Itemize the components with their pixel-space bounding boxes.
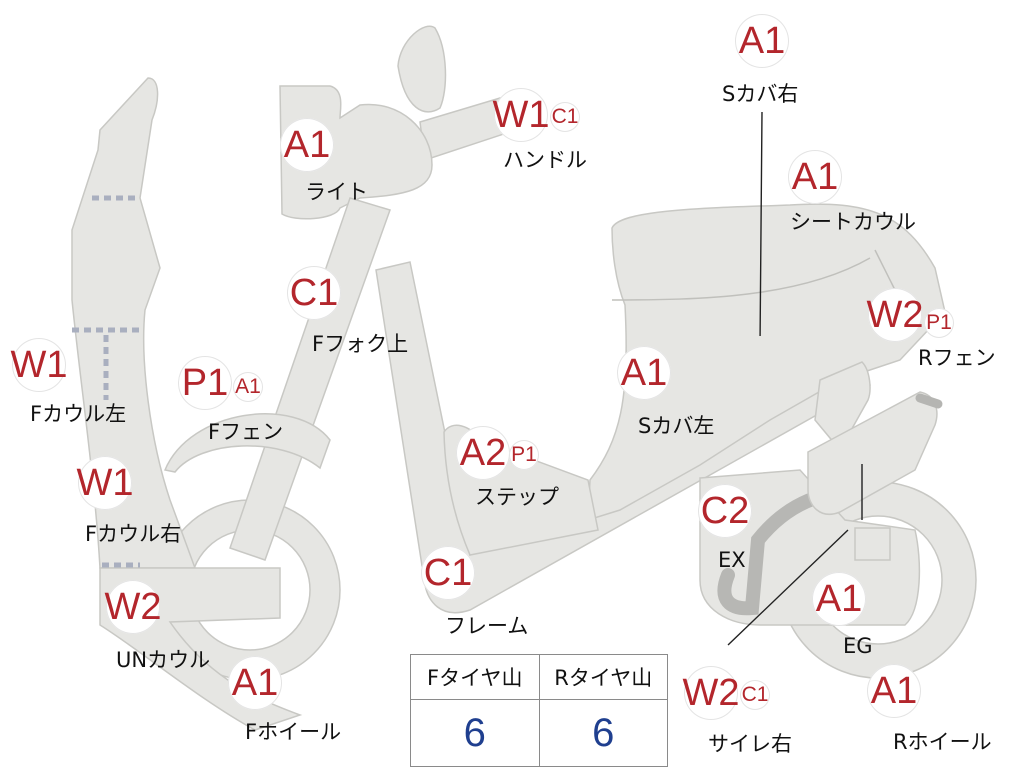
grade-f-wheel-1: A1 bbox=[228, 656, 282, 710]
label-f-fork-upper: Fフォク上 bbox=[312, 332, 409, 356]
windshield-shape bbox=[397, 25, 447, 113]
muffler-shape bbox=[807, 391, 938, 515]
grade-f-fender-2: A1 bbox=[233, 372, 263, 402]
grade-muffler-right-1: W2 bbox=[683, 666, 740, 720]
tire-tread-table: Fタイヤ山 Rタイヤ山 6 6 bbox=[410, 654, 668, 767]
leader-muffler-right-2 bbox=[727, 529, 849, 646]
grade-r-wheel-1: A1 bbox=[867, 664, 921, 718]
front-tire-header: Fタイヤ山 bbox=[410, 654, 540, 700]
grade-s-cover-right-1: A1 bbox=[735, 14, 789, 68]
label-f-fender: Fフェン bbox=[208, 420, 284, 444]
label-ex: EX bbox=[718, 548, 746, 572]
label-f-wheel: Fホイール bbox=[245, 720, 342, 744]
label-f-cowl-left: Fカウル左 bbox=[30, 402, 127, 426]
label-frame: フレーム bbox=[445, 614, 529, 638]
grade-r-fender-2: P1 bbox=[924, 308, 954, 338]
grade-step-2: P1 bbox=[509, 440, 539, 470]
grade-r-fender-1: W2 bbox=[867, 288, 924, 342]
label-handle: ハンドル bbox=[503, 148, 587, 172]
grade-light-1: A1 bbox=[280, 118, 334, 172]
grade-f-cowl-right-1: W1 bbox=[77, 456, 134, 510]
label-r-wheel: Rホイール bbox=[893, 730, 992, 754]
headlight-shape bbox=[279, 85, 433, 220]
label-muffler-right: サイレ右 bbox=[708, 732, 792, 756]
grade-seat-cowl-1: A1 bbox=[788, 150, 842, 204]
grade-f-fork-upper-1: C1 bbox=[287, 266, 341, 320]
label-eg: EG bbox=[843, 634, 873, 658]
rear-tire-header: Rタイヤ山 bbox=[538, 654, 668, 700]
grade-eg-1: A1 bbox=[812, 572, 866, 626]
leader-s-cover-right bbox=[759, 111, 763, 347]
front-fender-shape bbox=[163, 413, 331, 473]
front-cowl-shape bbox=[71, 77, 197, 569]
label-s-cover-left: Sカバ左 bbox=[638, 414, 715, 438]
grade-s-cover-left-1: A1 bbox=[617, 346, 671, 400]
label-s-cover-right: Sカバ右 bbox=[722, 82, 799, 106]
label-r-fender: Rフェン bbox=[918, 346, 996, 370]
grade-f-fender-1: P1 bbox=[178, 356, 232, 410]
label-un-cowl: UNカウル bbox=[116, 648, 211, 672]
grade-ex-1: C2 bbox=[698, 484, 752, 538]
label-seat-cowl: シートカウル bbox=[790, 210, 916, 234]
grade-step-1: A2 bbox=[456, 426, 510, 480]
front-tire-value: 6 bbox=[410, 699, 540, 767]
grade-frame-1: C1 bbox=[421, 546, 475, 600]
rear-tire-value: 6 bbox=[538, 699, 668, 767]
grade-un-cowl-1: W2 bbox=[105, 580, 162, 634]
side-cover-shape bbox=[587, 203, 946, 522]
label-light: ライト bbox=[305, 180, 368, 204]
grade-muffler-right-2: C1 bbox=[740, 680, 770, 710]
label-step: ステップ bbox=[475, 485, 559, 509]
grade-handle-2: C1 bbox=[550, 102, 580, 132]
label-f-cowl-right: Fカウル右 bbox=[85, 522, 182, 546]
grade-handle-1: W1 bbox=[493, 88, 550, 142]
grade-f-cowl-left-1: W1 bbox=[11, 338, 68, 392]
